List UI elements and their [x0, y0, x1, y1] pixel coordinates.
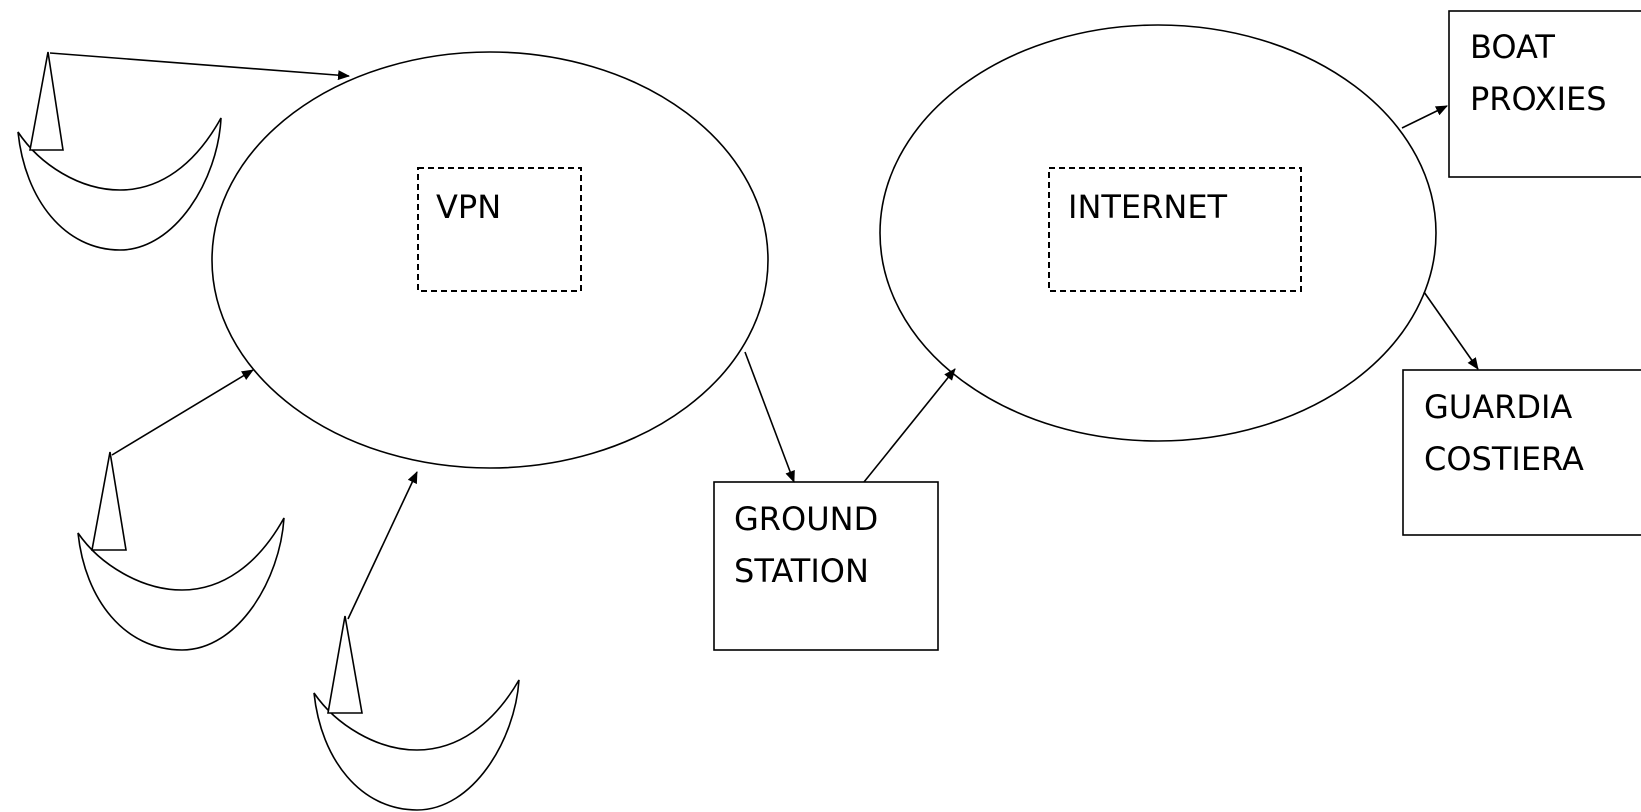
edge-ground-station-to-internet	[863, 368, 956, 483]
vpn-ellipse	[211, 51, 769, 469]
edge-vpn-to-ground-station	[744, 351, 795, 483]
ground-station-node: GROUND STATION	[713, 481, 939, 651]
boat-3-hull	[313, 679, 520, 811]
boat-proxies-node: BOAT PROXIES	[1448, 10, 1641, 178]
boat-1-icon	[17, 51, 222, 251]
boat-proxies-label-line2: PROXIES	[1470, 80, 1607, 118]
internet-node: INTERNET	[879, 24, 1437, 442]
edge-internet-to-guardia-costiera	[1423, 291, 1479, 370]
boat-2-sail	[91, 451, 127, 551]
boat-proxies-label-line1: BOAT	[1470, 28, 1555, 66]
boat-proxies-box	[1448, 10, 1641, 178]
boat-1-sail	[29, 51, 64, 151]
internet-dashed-box	[1048, 167, 1302, 292]
internet-label: INTERNET	[1068, 188, 1228, 226]
boat-3-icon	[313, 615, 520, 811]
edge-boat-1-to-vpn	[49, 52, 350, 81]
guardia-costiera-label-line2: COSTIERA	[1424, 440, 1584, 478]
guardia-costiera-box	[1402, 369, 1641, 536]
vpn-label: VPN	[436, 188, 501, 226]
ground-station-box	[713, 481, 939, 651]
vpn-node: VPN	[211, 51, 769, 469]
boat-1-hull	[17, 117, 222, 251]
ground-station-label-line2: STATION	[734, 552, 869, 590]
boat-2-hull	[77, 517, 285, 651]
edge-boat-3-to-vpn	[347, 471, 418, 620]
edge-boat-2-to-vpn	[111, 369, 254, 456]
vpn-dashed-box	[417, 167, 582, 292]
edge-internet-to-boat-proxies	[1401, 105, 1448, 129]
boat-3-sail	[327, 615, 363, 714]
boat-2-icon	[77, 451, 285, 651]
internet-ellipse	[879, 24, 1437, 442]
guardia-costiera-label-line1: GUARDIA	[1424, 388, 1572, 426]
guardia-costiera-node: GUARDIA COSTIERA	[1402, 369, 1641, 536]
ground-station-label-line1: GROUND	[734, 500, 878, 538]
